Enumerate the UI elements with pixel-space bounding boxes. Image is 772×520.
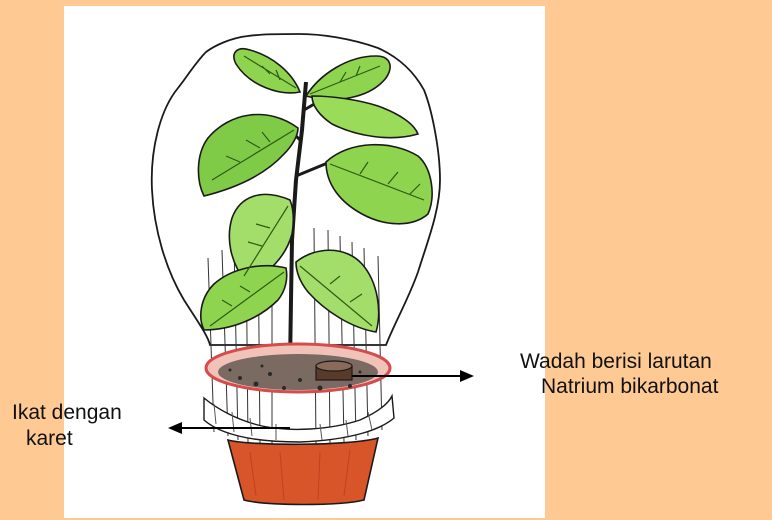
soil-surface [218,354,378,390]
label-tie-line-2: karet [26,426,73,451]
label-container-line-1: Wadah berisi larutan [520,349,712,374]
sodium-bicarbonate-container [316,361,352,380]
label-tie-line-1: Ikat dengan [12,400,122,425]
flower-pot [228,438,378,505]
label-container-line-2: Natrium bikarbonat [541,374,718,399]
